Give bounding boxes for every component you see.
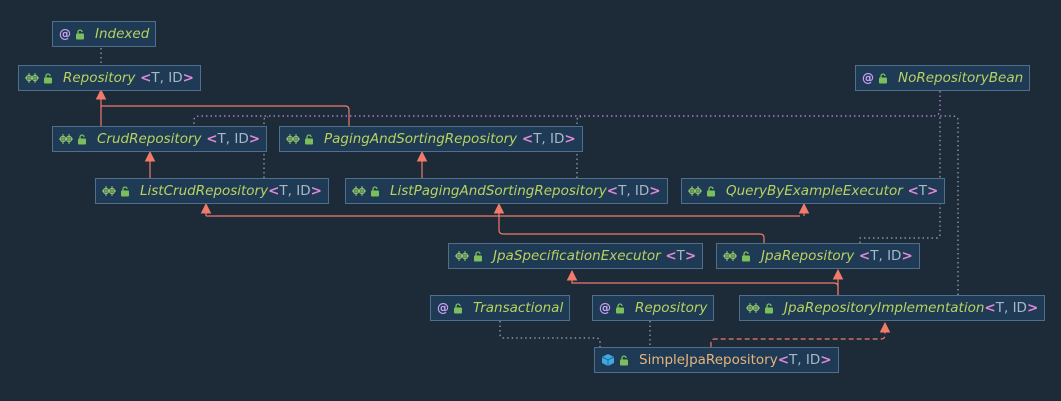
node-name: QueryByExampleExecutor xyxy=(726,183,903,199)
generic-close: > xyxy=(649,183,661,199)
lock-icon xyxy=(879,72,887,83)
interface-icon xyxy=(455,251,469,261)
edge-jpa-listpaging xyxy=(493,202,765,243)
edge-jpaimpl-spec xyxy=(566,269,839,295)
generic-close: > xyxy=(248,131,261,147)
type-params: T, ID xyxy=(217,131,249,147)
node-name: SimpleJpaRepository xyxy=(639,352,778,368)
node-jpa-specification-executor[interactable]: JpaSpecificationExecutor <T> xyxy=(448,243,704,269)
lock-icon xyxy=(44,72,52,83)
annotation-icon: @ xyxy=(437,301,449,315)
lock-icon xyxy=(78,133,86,144)
node-name: Repository xyxy=(635,300,708,316)
lock-icon xyxy=(371,185,379,196)
generic-close: > xyxy=(927,183,939,199)
node-list-paging-and-sorting-repository[interactable]: ListPagingAndSortingRepository <T, ID> xyxy=(345,178,668,204)
type-params: T xyxy=(918,183,928,199)
type-params: T, ID xyxy=(995,300,1027,316)
edge-simple-transactional xyxy=(499,321,604,361)
node-crud-repository[interactable]: CrudRepository <T, ID> xyxy=(52,126,268,152)
lock-icon xyxy=(76,28,84,39)
type-params: T, ID xyxy=(870,248,902,264)
class-icon xyxy=(601,354,615,366)
edge-norepobean-trunk xyxy=(931,91,941,117)
node-jpa-repository-implementation[interactable]: JpaRepositoryImplementation <T, ID> xyxy=(739,295,1046,321)
lock-icon xyxy=(765,302,773,313)
lock-icon xyxy=(474,250,482,261)
lock-icon xyxy=(616,302,624,313)
generic-open: < xyxy=(854,248,871,264)
node-list-crud-repository[interactable]: ListCrudRepository <T, ID> xyxy=(95,178,329,204)
generic-open: < xyxy=(777,352,790,368)
lock-icon xyxy=(454,302,462,313)
node-name: JpaSpecificationExecutor xyxy=(493,248,661,264)
generic-open: < xyxy=(517,131,534,147)
generic-close: > xyxy=(684,248,697,264)
node-jpa-repository[interactable]: JpaRepository <T, ID> xyxy=(716,243,920,269)
interface-icon xyxy=(746,303,760,313)
lock-icon xyxy=(742,250,750,261)
node-name: CrudRepository xyxy=(97,131,202,147)
edge-jpa-norepobean xyxy=(859,116,941,243)
node-repository-annotation[interactable]: @ Repository xyxy=(592,295,715,321)
interface-icon xyxy=(25,73,39,83)
node-name: Indexed xyxy=(95,26,150,42)
interface-icon xyxy=(723,251,737,261)
generic-close: > xyxy=(564,131,576,147)
interface-icon xyxy=(59,134,73,144)
node-name: ListCrudRepository xyxy=(140,183,269,199)
generic-close: > xyxy=(310,183,322,199)
node-name: ListPagingAndSortingRepository xyxy=(390,183,607,199)
generic-open: < xyxy=(984,300,996,316)
node-name: PagingAndSortingRepository xyxy=(324,131,518,147)
generic-open: < xyxy=(902,183,919,199)
generic-open: < xyxy=(268,183,280,199)
node-name: Transactional xyxy=(473,300,564,316)
annotation-icon: @ xyxy=(59,27,71,41)
node-name: JpaRepository xyxy=(761,248,855,264)
lock-icon xyxy=(121,185,129,196)
generic-open: < xyxy=(606,183,619,199)
type-params: T, ID xyxy=(279,183,311,199)
node-name: Repository xyxy=(63,70,136,86)
type-params: T, ID xyxy=(618,183,650,199)
edge-norepobean-main xyxy=(193,115,932,126)
node-name: JpaRepositoryImplementation xyxy=(784,300,985,316)
interface-icon xyxy=(352,186,366,196)
node-query-by-example-executor[interactable]: QueryByExampleExecutor <T> xyxy=(681,178,946,204)
lock-icon xyxy=(305,133,313,144)
type-params: T, ID xyxy=(789,352,821,368)
generic-close: > xyxy=(1026,300,1039,316)
type-params: T xyxy=(676,248,685,264)
node-name: NoRepositoryBean xyxy=(898,70,1024,86)
annotation-icon: @ xyxy=(862,71,874,85)
type-params: T, ID xyxy=(151,70,183,86)
edge-paging-repository xyxy=(101,105,350,126)
node-simple-jpa-repository[interactable]: SimpleJpaRepository <T, ID> xyxy=(594,347,839,373)
generic-open: < xyxy=(135,70,152,86)
interface-icon xyxy=(102,186,116,196)
lock-icon xyxy=(707,185,715,196)
generic-close: > xyxy=(182,70,194,86)
lock-icon xyxy=(620,354,628,365)
interface-icon xyxy=(688,186,702,196)
node-no-repository-bean[interactable]: @ NoRepositoryBean xyxy=(855,65,1031,91)
node-paging-and-sorting-repository[interactable]: PagingAndSortingRepository <T, ID> xyxy=(279,126,583,152)
generic-open: < xyxy=(201,131,218,147)
node-transactional[interactable]: @ Transactional xyxy=(430,295,571,321)
edge-jpaimpl-norepobean xyxy=(940,115,959,295)
annotation-icon: @ xyxy=(599,301,611,315)
interface-icon xyxy=(286,134,300,144)
generic-open: < xyxy=(660,248,677,264)
generic-close: > xyxy=(820,352,832,368)
node-indexed[interactable]: @ Indexed xyxy=(52,21,157,47)
generic-close: > xyxy=(901,248,913,264)
type-params: T, ID xyxy=(533,131,565,147)
node-repository[interactable]: Repository <T, ID> xyxy=(18,65,201,91)
edge-simple-jpaimpl xyxy=(710,321,891,347)
